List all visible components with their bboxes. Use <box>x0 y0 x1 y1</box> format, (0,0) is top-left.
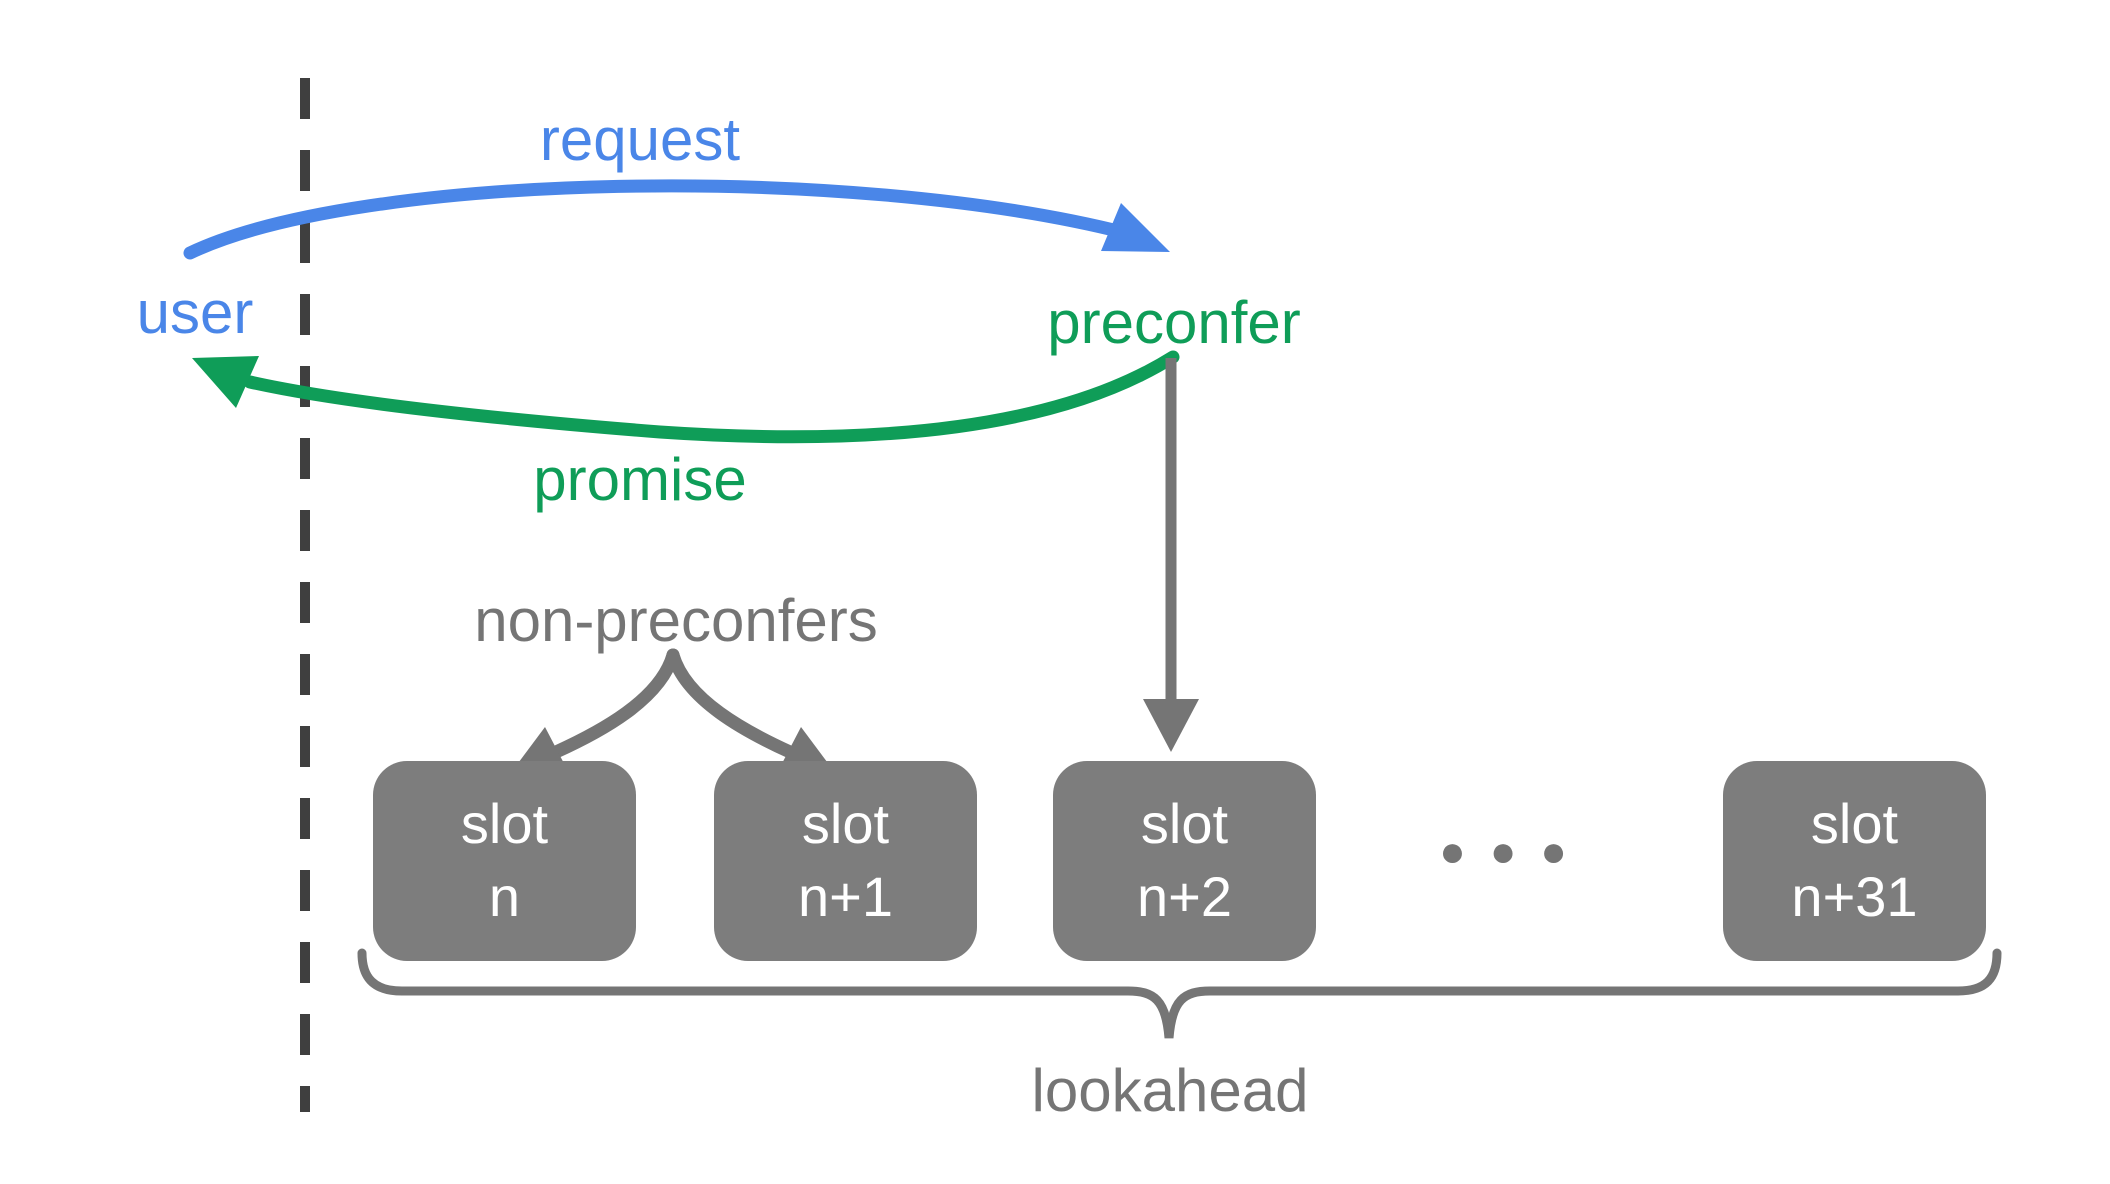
slot-label-line2: n+2 <box>1137 865 1232 928</box>
promise-arrow <box>243 350 1180 444</box>
non-preconfers-arrow-left <box>549 648 680 759</box>
slot-label-line1: slot <box>1810 792 1899 856</box>
user-label: user <box>136 279 254 346</box>
slot-box-n1: slot n+1 <box>714 761 977 961</box>
slot-label-line2: n <box>488 865 521 928</box>
preconfer-label: preconfer <box>1047 289 1301 356</box>
non-preconfers-label: non-preconfers <box>474 587 878 654</box>
slot-label-line1: slot <box>460 792 549 856</box>
promise-arrowhead-icon <box>192 356 259 408</box>
slot-label-line2: n+31 <box>1791 865 1918 928</box>
request-label: request <box>539 106 741 173</box>
promise-label: promise <box>533 446 747 513</box>
preconfer-to-slot-arrowhead-icon <box>1143 699 1199 752</box>
slot-label-line1: slot <box>1140 792 1229 856</box>
slot-box-n31: slot n+31 <box>1723 761 1986 961</box>
slot-box-n2: slot n+2 <box>1053 761 1316 961</box>
request-arrowhead-icon <box>1101 203 1170 252</box>
slot-label-line1: slot <box>801 792 890 856</box>
ellipsis-dots-icon: ●●● <box>1439 827 1591 876</box>
non-preconfers-arrow-right <box>666 648 797 759</box>
slot-label-line2: n+1 <box>798 865 893 928</box>
lookahead-label: lookahead <box>1031 1057 1309 1124</box>
request-arrow <box>183 179 1133 260</box>
lookahead-brace <box>357 948 2002 1039</box>
slot-box-n: slot n <box>373 761 636 961</box>
